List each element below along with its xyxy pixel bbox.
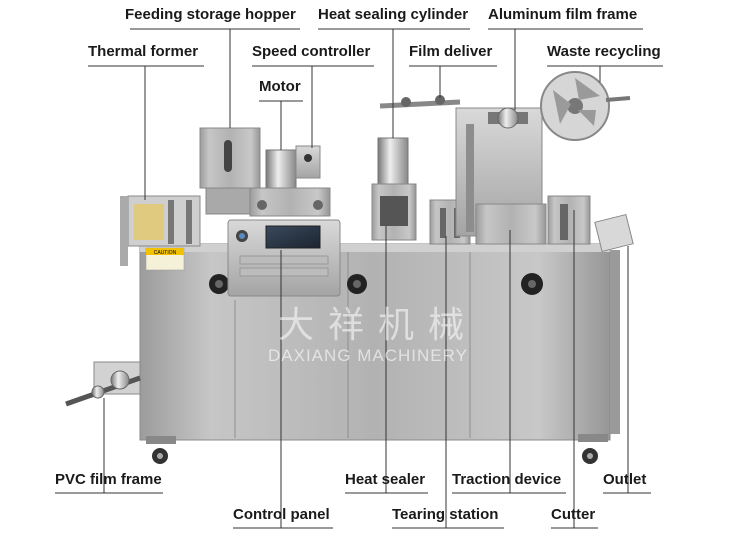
thermal-former-unit (120, 195, 201, 266)
label-motor: Motor (259, 78, 301, 95)
label-aluminum-film-frame: Aluminum film frame (488, 6, 638, 23)
watermark-chinese: 大祥机械 (278, 305, 479, 346)
pvc-film-frame-unit (65, 361, 141, 407)
label-waste-recycling: Waste recycling (547, 43, 661, 60)
caution-text: CAUTION (154, 250, 177, 256)
heat-sealing-unit (371, 137, 417, 241)
motor-unit (249, 145, 331, 217)
label-feeding-storage-hopper: Feeding storage hopper (125, 6, 296, 23)
label-cutter: Cutter (551, 506, 596, 523)
label-outlet: Outlet (603, 471, 647, 488)
watermark-english: DAXIANG MACHINERY (268, 346, 468, 365)
label-heat-sealer: Heat sealer (345, 471, 426, 488)
control-panel-unit (227, 219, 341, 297)
label-tearing-station: Tearing station (392, 506, 499, 523)
feeding-hopper-unit (199, 127, 261, 215)
machine-body (139, 243, 620, 441)
traction-cutter-unit (475, 195, 634, 253)
label-film-deliver: Film deliver (409, 43, 493, 60)
label-pvc-film-frame: PVC film frame (55, 471, 162, 488)
leader-lines (55, 28, 663, 529)
label-speed-controller: Speed controller (252, 43, 371, 60)
label-heat-sealing-cylinder: Heat sealing cylinder (318, 6, 469, 23)
casters (146, 434, 608, 464)
label-traction-device: Traction device (452, 471, 562, 488)
caution-sticker: CAUTION (145, 247, 185, 271)
label-thermal-former: Thermal former (88, 43, 199, 60)
label-control-panel: Control panel (233, 506, 330, 523)
